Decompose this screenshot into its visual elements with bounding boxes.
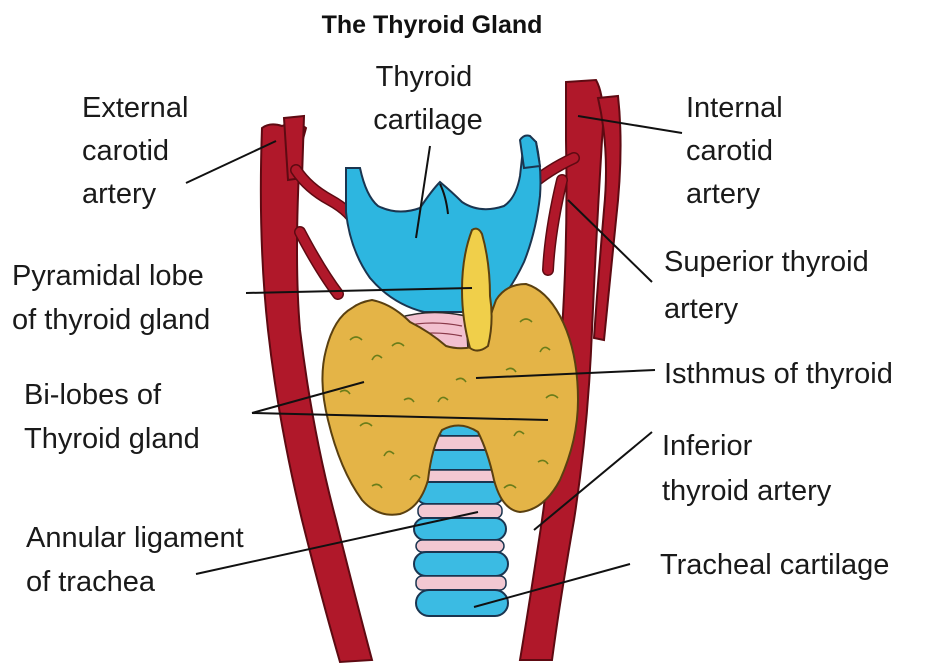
tracheal-ring bbox=[416, 482, 504, 504]
annular-ligament-band bbox=[420, 470, 500, 482]
label-inferior-thyroid-artery: Inferior thyroid artery bbox=[662, 430, 832, 507]
diagram-title: The Thyroid Gland bbox=[322, 11, 543, 39]
tracheal-ring bbox=[416, 590, 508, 616]
label-internal-carotid-artery: Internal carotid artery bbox=[686, 92, 791, 210]
tracheal-ring bbox=[414, 552, 508, 576]
label-isthmus-of-thyroid: Isthmus of thyroid bbox=[664, 358, 893, 390]
tracheal-ring bbox=[414, 518, 506, 540]
illustration bbox=[261, 80, 621, 662]
label-thyroid-cartilage: Thyroid cartilage bbox=[373, 61, 483, 136]
right-thyroid-artery-descending bbox=[548, 180, 562, 270]
label-bi-lobes: Bi-lobes of Thyroid gland bbox=[24, 379, 200, 455]
label-pyramidal-lobe: Pyramidal lobe of thyroid gland bbox=[12, 260, 212, 336]
annular-ligament-band bbox=[416, 540, 504, 552]
annular-ligament-band bbox=[416, 576, 506, 590]
left-thyroid-artery-lower bbox=[300, 232, 338, 294]
thyroid-cartilage-superior-horn-right bbox=[520, 136, 540, 169]
label-annular-ligament: Annular ligament of trachea bbox=[26, 522, 252, 598]
label-tracheal-cartilage: Tracheal cartilage bbox=[660, 549, 889, 581]
label-superior-thyroid-artery: Superior thyroid artery bbox=[664, 246, 877, 325]
label-external-carotid-artery: External carotid artery bbox=[82, 92, 196, 210]
